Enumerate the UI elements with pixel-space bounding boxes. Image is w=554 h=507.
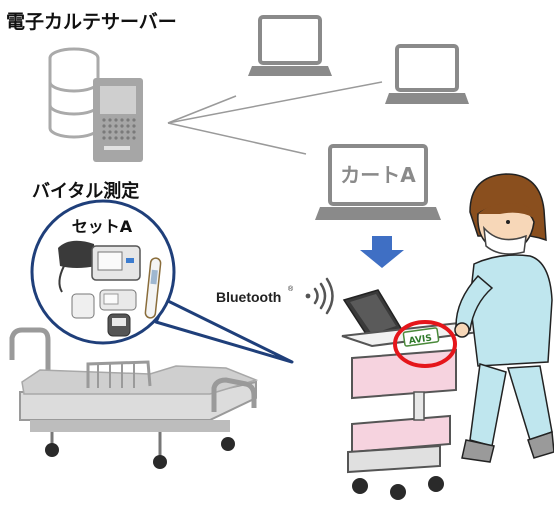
callout-tail — [154, 298, 294, 364]
vital-title: バイタル測定 — [32, 180, 139, 202]
laptop-icon — [385, 44, 469, 104]
cart-a-laptop-icon — [315, 144, 441, 220]
network-lines — [167, 81, 383, 155]
bluetooth-label: Bluetooth — [216, 289, 281, 305]
avis-label: AVIS — [408, 334, 432, 347]
nurse-icon — [454, 173, 554, 463]
vital-devices-icon — [58, 240, 162, 337]
server-icon — [48, 47, 143, 162]
avis-highlight-circle — [393, 320, 457, 368]
wireless-signal-icon — [305, 277, 334, 315]
server-title: 電子カルテサーバー — [6, 11, 177, 33]
set-a-label: セットA — [72, 217, 133, 236]
laptop-icon — [248, 15, 332, 76]
down-arrow-icon — [360, 236, 404, 268]
cart-a-label: カートA — [340, 163, 416, 187]
bluetooth-registered-mark: ® — [288, 285, 294, 293]
hospital-bed-icon — [9, 327, 259, 469]
